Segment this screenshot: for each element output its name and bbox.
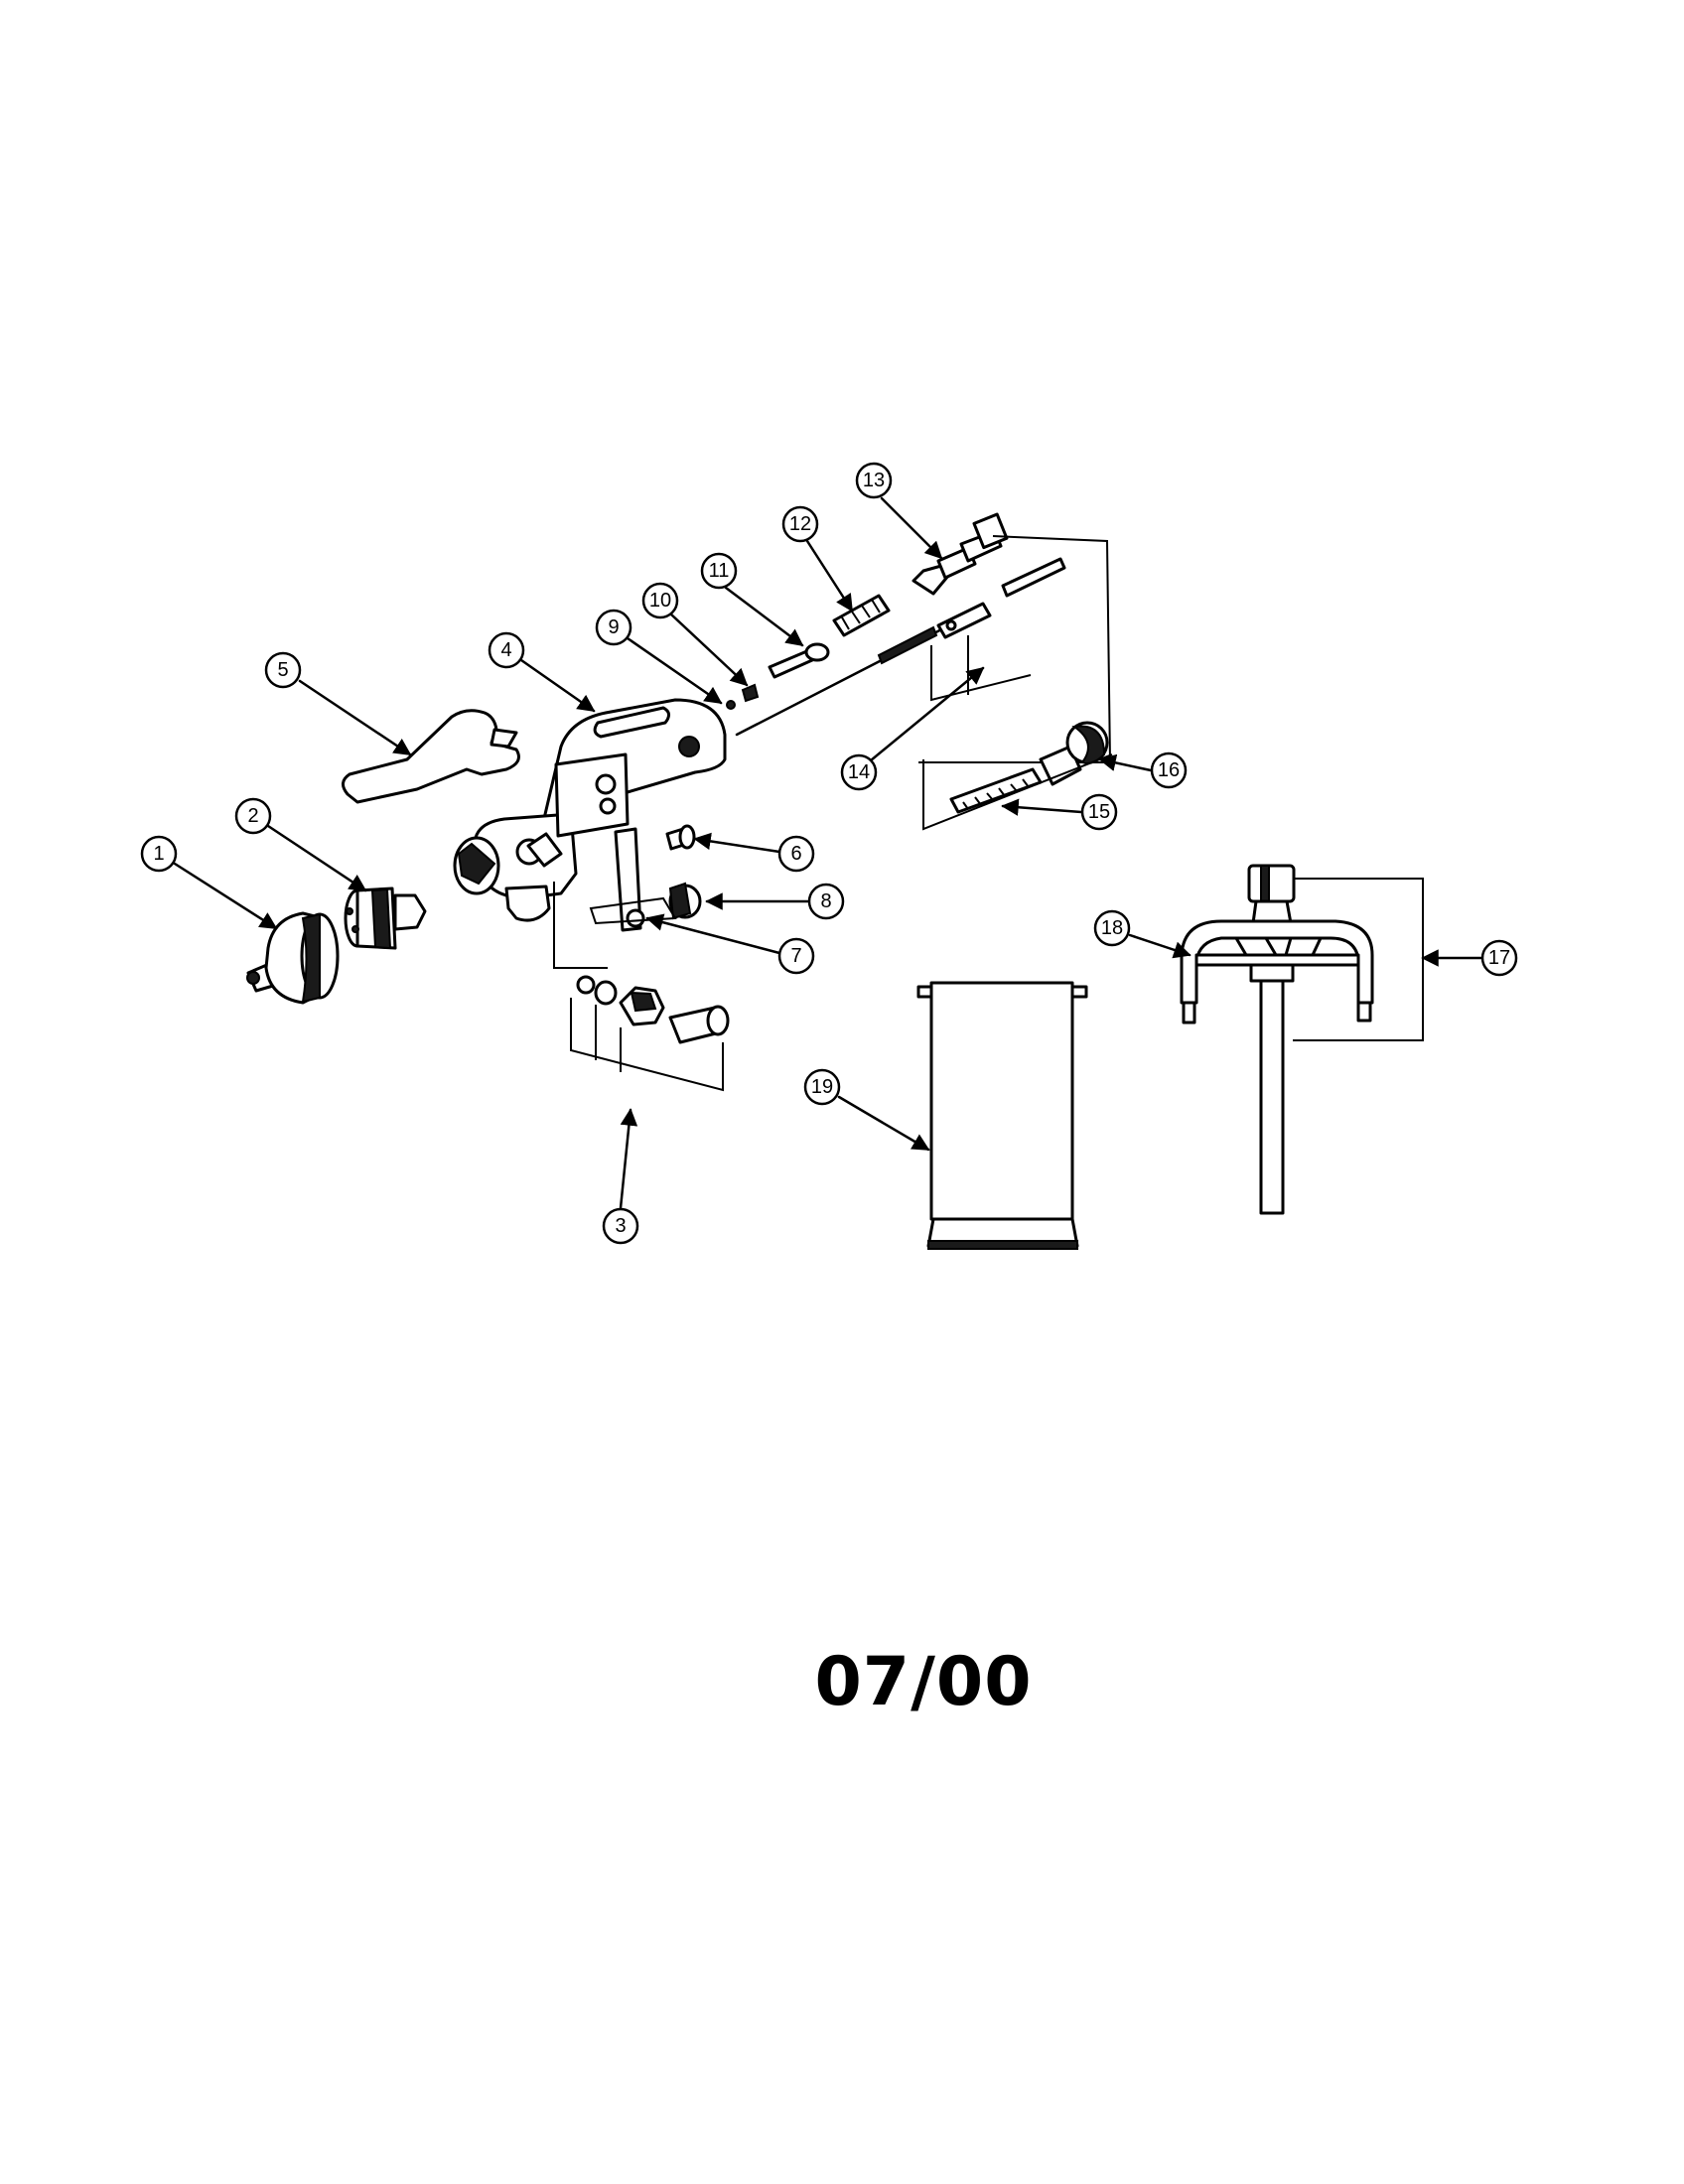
callout-9: 9 — [595, 609, 632, 646]
svg-text:17: 17 — [1488, 947, 1510, 969]
callout-3: 3 — [602, 1207, 639, 1245]
part-7-o-ring — [626, 908, 645, 928]
callout-18: 18 — [1093, 909, 1131, 947]
part-3-fluid-inlet — [553, 882, 730, 1092]
callout-2: 2 — [234, 797, 272, 835]
svg-text:2: 2 — [247, 805, 258, 827]
callout-13: 13 — [855, 462, 893, 499]
part-1-air-cap — [246, 911, 340, 1005]
svg-text:15: 15 — [1088, 801, 1110, 823]
callout-16: 16 — [1150, 751, 1188, 789]
callout-15: 15 — [1080, 793, 1118, 831]
part-16-valve-housing — [922, 721, 1113, 831]
part-19-paint-cup — [916, 981, 1088, 1250]
svg-text:11: 11 — [709, 560, 730, 582]
svg-text:1: 1 — [153, 843, 164, 865]
svg-text:13: 13 — [863, 470, 885, 491]
callout-4: 4 — [488, 631, 525, 669]
callout-5: 5 — [264, 651, 302, 689]
part-4-gun-body — [453, 698, 727, 932]
callout-7: 7 — [777, 937, 815, 975]
part-8-fluid-adjust — [589, 882, 702, 925]
svg-text:6: 6 — [790, 843, 801, 865]
svg-text:12: 12 — [789, 513, 811, 535]
part-2-fluid-nozzle — [344, 887, 427, 950]
part-13-adjusting-knob — [912, 512, 1009, 596]
leader-lines — [173, 496, 1484, 1210]
callout-8: 8 — [807, 883, 845, 920]
svg-text:10: 10 — [649, 590, 671, 612]
part-14-pin-group — [918, 535, 1112, 763]
svg-text:19: 19 — [811, 1076, 833, 1098]
part-9-10-11-needle-seals — [726, 621, 955, 737]
part-6-screw — [665, 824, 696, 851]
part-5-trigger — [342, 709, 520, 804]
part-17-cup-lid-assembly — [1180, 864, 1424, 1215]
svg-text:5: 5 — [277, 659, 288, 681]
callout-17: 17 — [1480, 939, 1518, 977]
svg-text:14: 14 — [848, 761, 870, 783]
svg-text:16: 16 — [1158, 759, 1180, 781]
part-12-needle-spring — [832, 594, 891, 637]
callout-14: 14 — [840, 753, 878, 791]
svg-text:7: 7 — [790, 945, 801, 967]
callout-bubbles: 1 2 3 4 5 6 7 8 9 10 11 12 13 14 15 16 1… — [140, 462, 1518, 1245]
callout-1: 1 — [140, 835, 178, 873]
date-code: 07/00 — [814, 1643, 1033, 1721]
svg-text:18: 18 — [1101, 917, 1123, 939]
part-15-valve-spring — [949, 767, 1043, 814]
svg-text:8: 8 — [820, 890, 831, 912]
svg-text:4: 4 — [500, 639, 511, 661]
callout-12: 12 — [781, 505, 819, 543]
svg-text:9: 9 — [608, 616, 619, 638]
callout-6: 6 — [777, 835, 815, 873]
callout-19: 19 — [803, 1068, 841, 1106]
callout-11: 11 — [700, 552, 738, 590]
svg-text:3: 3 — [615, 1215, 626, 1237]
callout-10: 10 — [641, 582, 679, 619]
